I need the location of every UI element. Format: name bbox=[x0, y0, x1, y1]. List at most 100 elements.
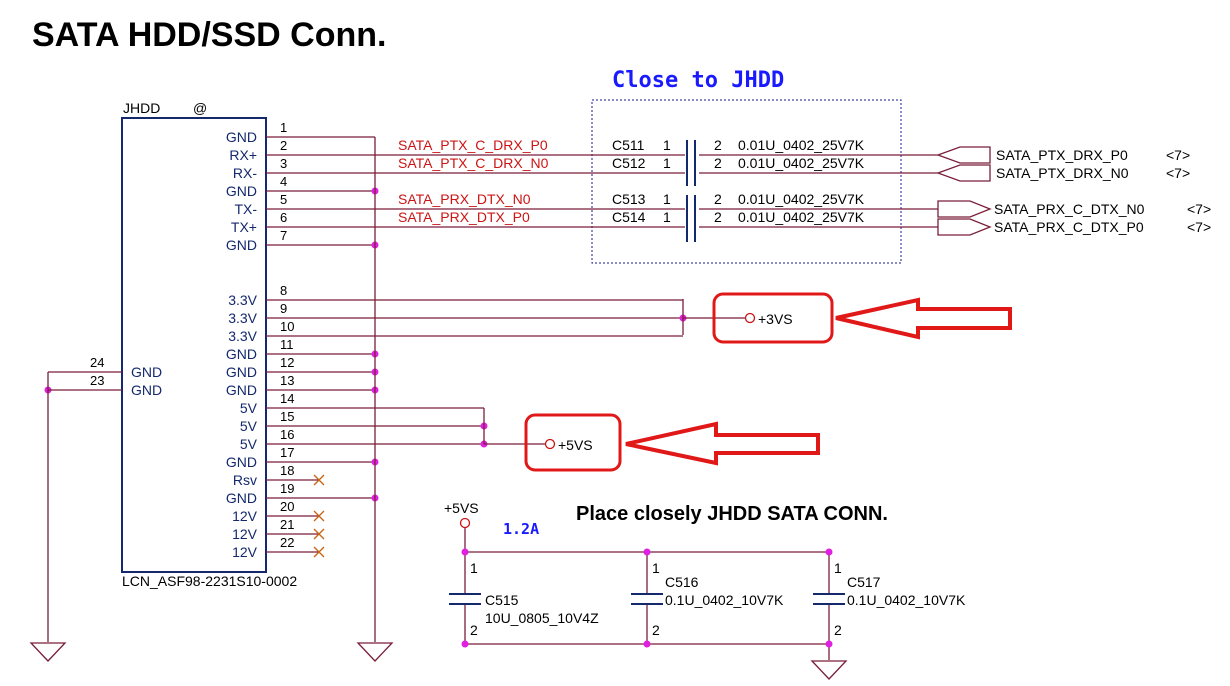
pin-name-19: GND bbox=[226, 490, 257, 506]
offpage-connector-icon bbox=[937, 218, 992, 236]
pin-number-21: 21 bbox=[280, 517, 294, 532]
cap-ref-C511: C511 bbox=[612, 137, 645, 153]
v33-label: +3VS bbox=[758, 311, 793, 327]
pin-name-10: 3.3V bbox=[228, 328, 257, 344]
cap-value: 0.01U_0402_25V7K bbox=[738, 209, 865, 225]
net-label: SATA_PTX_C_DRX_N0 bbox=[398, 155, 549, 171]
left-pin-number-23: 23 bbox=[90, 373, 104, 388]
decap-pin1: 1 bbox=[652, 560, 660, 576]
left-pin-name-24: GND bbox=[131, 364, 162, 380]
pin-name-4: GND bbox=[226, 183, 257, 199]
pin-number-7: 7 bbox=[280, 228, 287, 243]
pin-name-11: GND bbox=[226, 346, 257, 362]
cap-pin2: 2 bbox=[714, 137, 722, 153]
cap-value: 0.01U_0402_25V7K bbox=[738, 137, 865, 153]
cap-pin2: 2 bbox=[714, 209, 722, 225]
connector-part: LCN_ASF98-2231S10-0002 bbox=[122, 573, 297, 589]
offpage-name: SATA_PRX_C_DTX_N0 bbox=[994, 201, 1145, 217]
cap-value: 0.01U_0402_25V7K bbox=[738, 191, 865, 207]
net-label: SATA_PRX_DTX_N0 bbox=[398, 191, 531, 207]
pin-name-8: 3.3V bbox=[228, 292, 257, 308]
offpage-ref: <7> bbox=[1166, 165, 1190, 181]
junction-dot bbox=[643, 548, 651, 556]
pin-number-18: 18 bbox=[280, 463, 294, 478]
decap-value: 0.1U_0402_10V7K bbox=[665, 592, 784, 608]
pin-name-22: 12V bbox=[232, 544, 258, 560]
pin-number-2: 2 bbox=[280, 138, 287, 153]
cap-pin1: 1 bbox=[663, 191, 671, 207]
no-connect-icon bbox=[313, 510, 325, 522]
pin-number-6: 6 bbox=[280, 210, 287, 225]
offpage-name: SATA_PRX_C_DTX_P0 bbox=[994, 219, 1144, 235]
decap-ref-C516: C516 bbox=[665, 574, 699, 590]
junction-dot bbox=[825, 640, 833, 648]
v5-highlight bbox=[524, 413, 622, 472]
pin-name-16: 5V bbox=[240, 436, 258, 452]
decap-pin1: 1 bbox=[834, 560, 842, 576]
v5-top-port bbox=[459, 517, 471, 529]
pin-name-7: GND bbox=[226, 237, 257, 253]
junction-dot bbox=[825, 548, 833, 556]
pin-name-9: 3.3V bbox=[228, 310, 257, 326]
ground-symbol-main bbox=[356, 642, 394, 662]
pin-name-18: Rsv bbox=[233, 472, 257, 488]
pin-name-12: GND bbox=[226, 364, 257, 380]
connector-at: @ bbox=[193, 100, 207, 116]
decap-ref-C517: C517 bbox=[847, 574, 881, 590]
left-pin-name-23: GND bbox=[131, 382, 162, 398]
pin-number-1: 1 bbox=[280, 120, 287, 135]
decap-ref-C515: C515 bbox=[485, 592, 519, 608]
pin-name-15: 5V bbox=[240, 418, 258, 434]
offpage-connector-icon bbox=[936, 164, 991, 182]
left-pin-number-24: 24 bbox=[90, 355, 104, 370]
close-note: Close to JHDD bbox=[612, 68, 784, 93]
pin-number-22: 22 bbox=[280, 535, 294, 550]
net-label: SATA_PRX_DTX_P0 bbox=[398, 209, 530, 225]
pin-name-2: RX+ bbox=[229, 147, 257, 163]
v33-arrow-icon bbox=[835, 297, 1012, 340]
cap-value: 0.01U_0402_25V7K bbox=[738, 155, 865, 171]
pin-number-19: 19 bbox=[280, 481, 294, 496]
decap-pin2: 2 bbox=[470, 622, 478, 638]
offpage-ref: <7> bbox=[1166, 147, 1190, 163]
ground-symbol-decap bbox=[810, 660, 848, 680]
no-connect-icon bbox=[313, 528, 325, 540]
connector-ref: JHDD bbox=[123, 100, 160, 116]
connector-body bbox=[121, 117, 267, 573]
v5-arrow-icon bbox=[625, 421, 820, 466]
pin-number-17: 17 bbox=[280, 445, 294, 460]
pin-name-14: 5V bbox=[240, 400, 258, 416]
cap-pin1: 1 bbox=[663, 155, 671, 171]
cap-pin2: 2 bbox=[714, 191, 722, 207]
pin-name-20: 12V bbox=[232, 508, 258, 524]
cap-ref-C512: C512 bbox=[612, 155, 646, 171]
offpage-connector-icon bbox=[937, 200, 992, 218]
connector-pins: GND1RX+2RX-3GND4TX-5TX+6GND73.3V83.3V93.… bbox=[44, 120, 687, 560]
pin-number-15: 15 bbox=[280, 409, 294, 424]
cap-pin1: 1 bbox=[663, 137, 671, 153]
decoupling-caps: 12C51510U_0805_10V4Z12C5160.1U_0402_10V7… bbox=[449, 548, 966, 648]
offpage-ref: <7> bbox=[1187, 201, 1211, 217]
decap-pin2: 2 bbox=[652, 622, 660, 638]
pin-number-9: 9 bbox=[280, 301, 287, 316]
pin-name-17: GND bbox=[226, 454, 257, 470]
cap-ref-C514: C514 bbox=[612, 209, 646, 225]
junction-dot bbox=[461, 640, 469, 648]
pin-number-16: 16 bbox=[280, 427, 294, 442]
pin-number-11: 11 bbox=[280, 337, 294, 352]
v33-port bbox=[744, 312, 756, 324]
decap-pin1: 1 bbox=[470, 560, 478, 576]
no-connect-icon bbox=[313, 474, 325, 486]
close-to-jhdd-box bbox=[591, 99, 902, 264]
junction-dot bbox=[643, 640, 651, 648]
net-label: SATA_PTX_C_DRX_P0 bbox=[398, 137, 548, 153]
cap-ref-C513: C513 bbox=[612, 191, 646, 207]
pin-number-12: 12 bbox=[280, 355, 294, 370]
page-title: SATA HDD/SSD Conn. bbox=[32, 16, 386, 54]
current-label: 1.2A bbox=[503, 520, 539, 538]
v5-label: +5VS bbox=[558, 437, 593, 453]
v5-port bbox=[544, 438, 556, 450]
pin-name-3: RX- bbox=[233, 165, 257, 181]
